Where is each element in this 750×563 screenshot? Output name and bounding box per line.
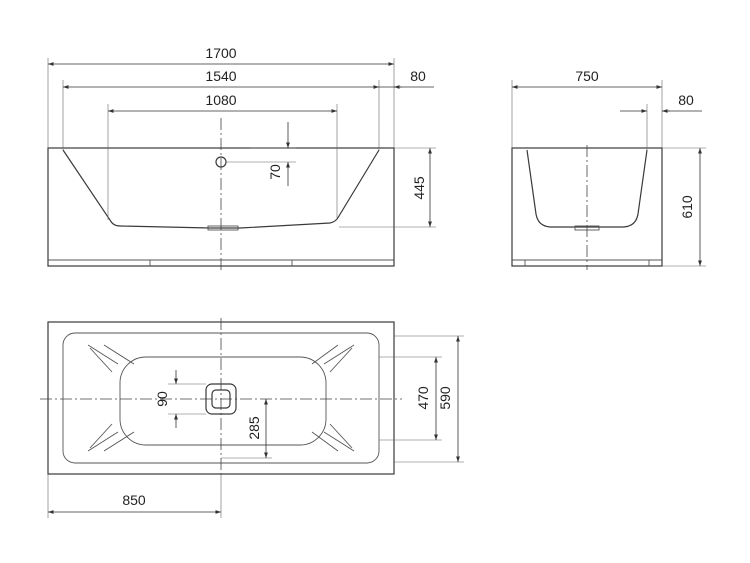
plan-drain-icon xyxy=(205,383,237,415)
front-basin-profile xyxy=(62,149,380,229)
plan-basin-floor xyxy=(119,356,327,446)
dim-overall-length: 1700 xyxy=(205,45,236,61)
dim-basin-length: 1080 xyxy=(205,92,236,108)
dim-overflow-offset: 70 xyxy=(267,164,283,180)
dim-rim-right: 80 xyxy=(410,68,426,84)
side-elevation-view: 750 80 610 xyxy=(511,68,706,270)
dim-inner-length: 1540 xyxy=(205,68,236,84)
dim-drain-from-end: 850 xyxy=(122,492,146,508)
dim-drain-size: 90 xyxy=(154,391,170,407)
dim-height-left: 445 xyxy=(411,176,427,200)
dim-overall-width: 750 xyxy=(575,68,599,84)
front-elevation-view: 1700 1540 80 1080 70 445 xyxy=(47,45,436,270)
dim-height-side: 610 xyxy=(679,195,695,219)
dim-overall-depth: 590 xyxy=(437,386,453,410)
dim-drain-offset: 285 xyxy=(246,416,262,440)
front-drain xyxy=(207,225,239,231)
dim-basin-depth: 470 xyxy=(415,386,431,410)
plan-view: 90 285 470 590 850 xyxy=(40,318,464,518)
dim-rim-side: 80 xyxy=(678,92,694,108)
plan-drain-inner xyxy=(211,389,231,409)
